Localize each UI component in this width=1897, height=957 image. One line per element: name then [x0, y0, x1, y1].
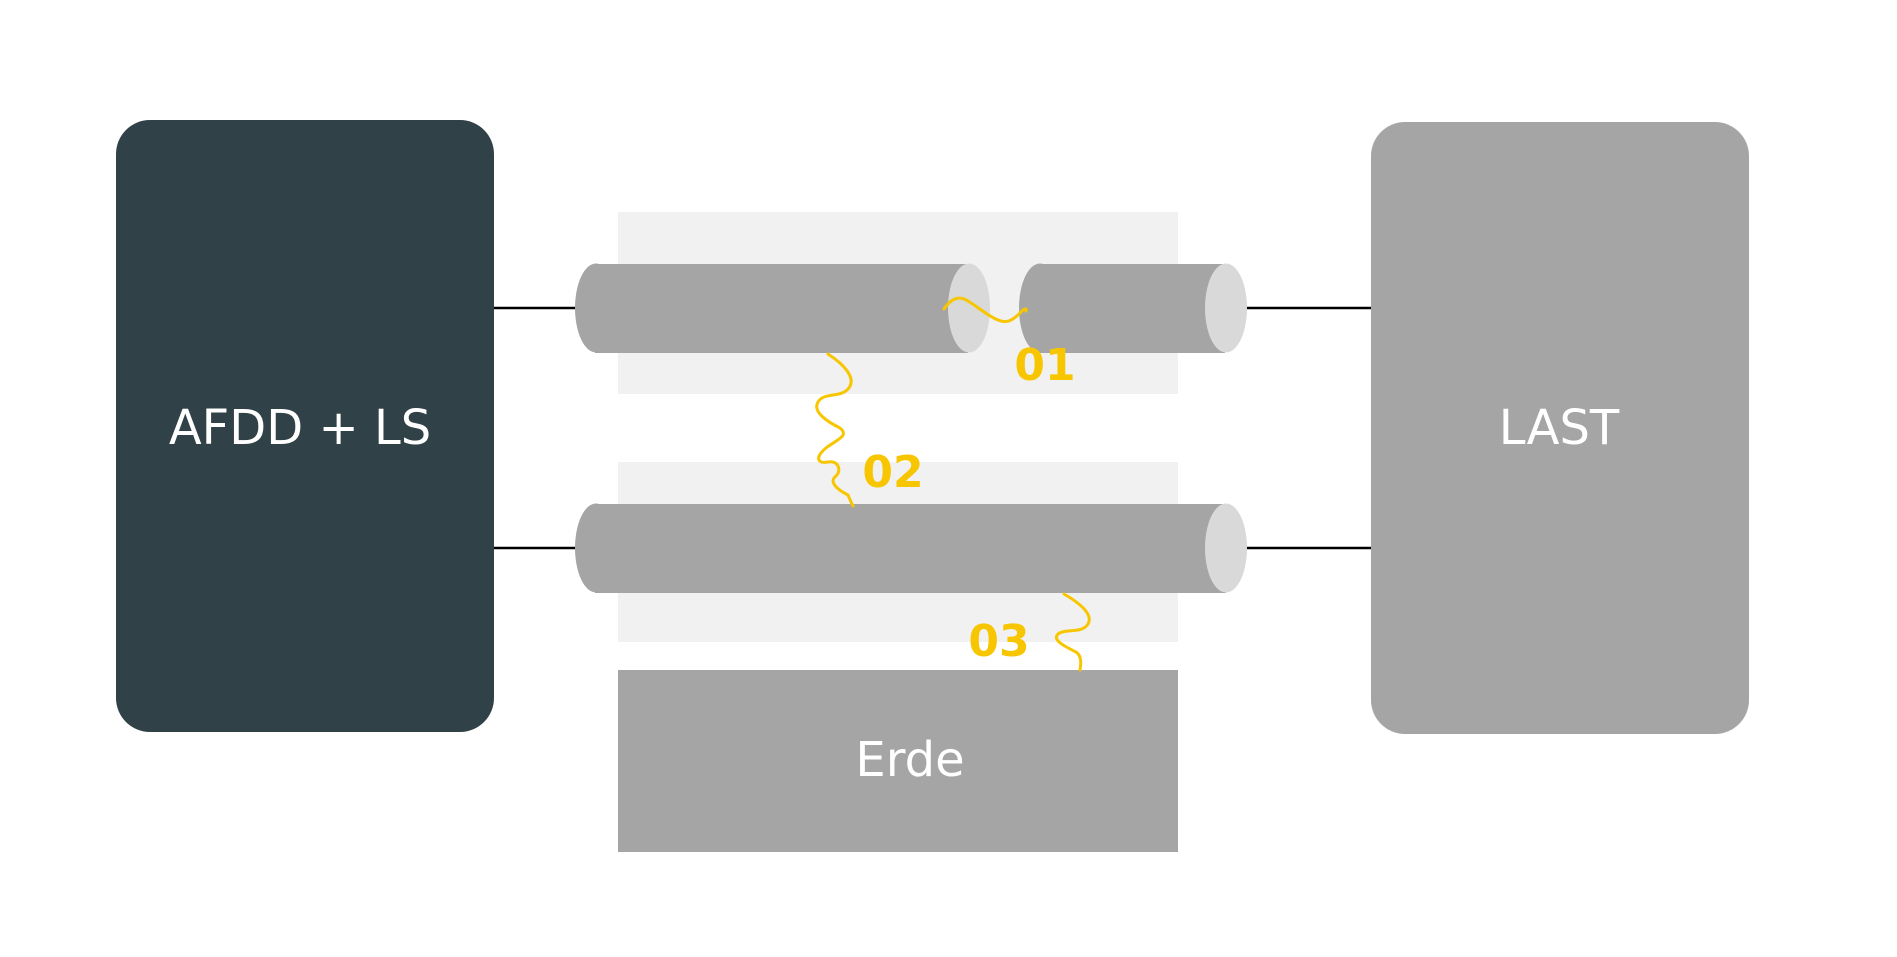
fault-marker-03: 03 [968, 616, 1029, 667]
cable-bottom-start [575, 503, 617, 593]
load-box-label: LAST [1499, 400, 1620, 456]
ground-label: Erde [855, 732, 964, 788]
cable-top-left-body [595, 264, 968, 353]
arc-01-squiggle [942, 296, 1028, 324]
ground-shape [618, 670, 1178, 852]
source-box-shape [116, 120, 494, 732]
cable-top-left-start [575, 263, 617, 353]
load-box-shape [1371, 122, 1749, 734]
source-box: AFDD + LS [116, 120, 494, 732]
fault-marker-01: 01 [1014, 340, 1075, 391]
cable-bottom [575, 503, 1247, 593]
arc-02-squiggle [815, 352, 855, 508]
ground-block: Erde [618, 670, 1178, 852]
source-box-label: AFDD + LS [169, 400, 431, 456]
arc-03-squiggle [1055, 592, 1091, 672]
cable-top-right-end [1205, 263, 1247, 353]
cable-top-right-start [1019, 263, 1061, 353]
cable-bottom-body [595, 504, 1226, 593]
cable-top-right-body [1040, 264, 1225, 353]
load-box: LAST [1371, 122, 1749, 734]
wires [494, 306, 1371, 550]
cable-top-right [1019, 263, 1247, 353]
cable-top-left-end [948, 263, 990, 353]
fault-marker-02: 02 [862, 447, 923, 498]
cable-top-left [575, 263, 990, 353]
cable-bottom-end [1205, 503, 1247, 593]
